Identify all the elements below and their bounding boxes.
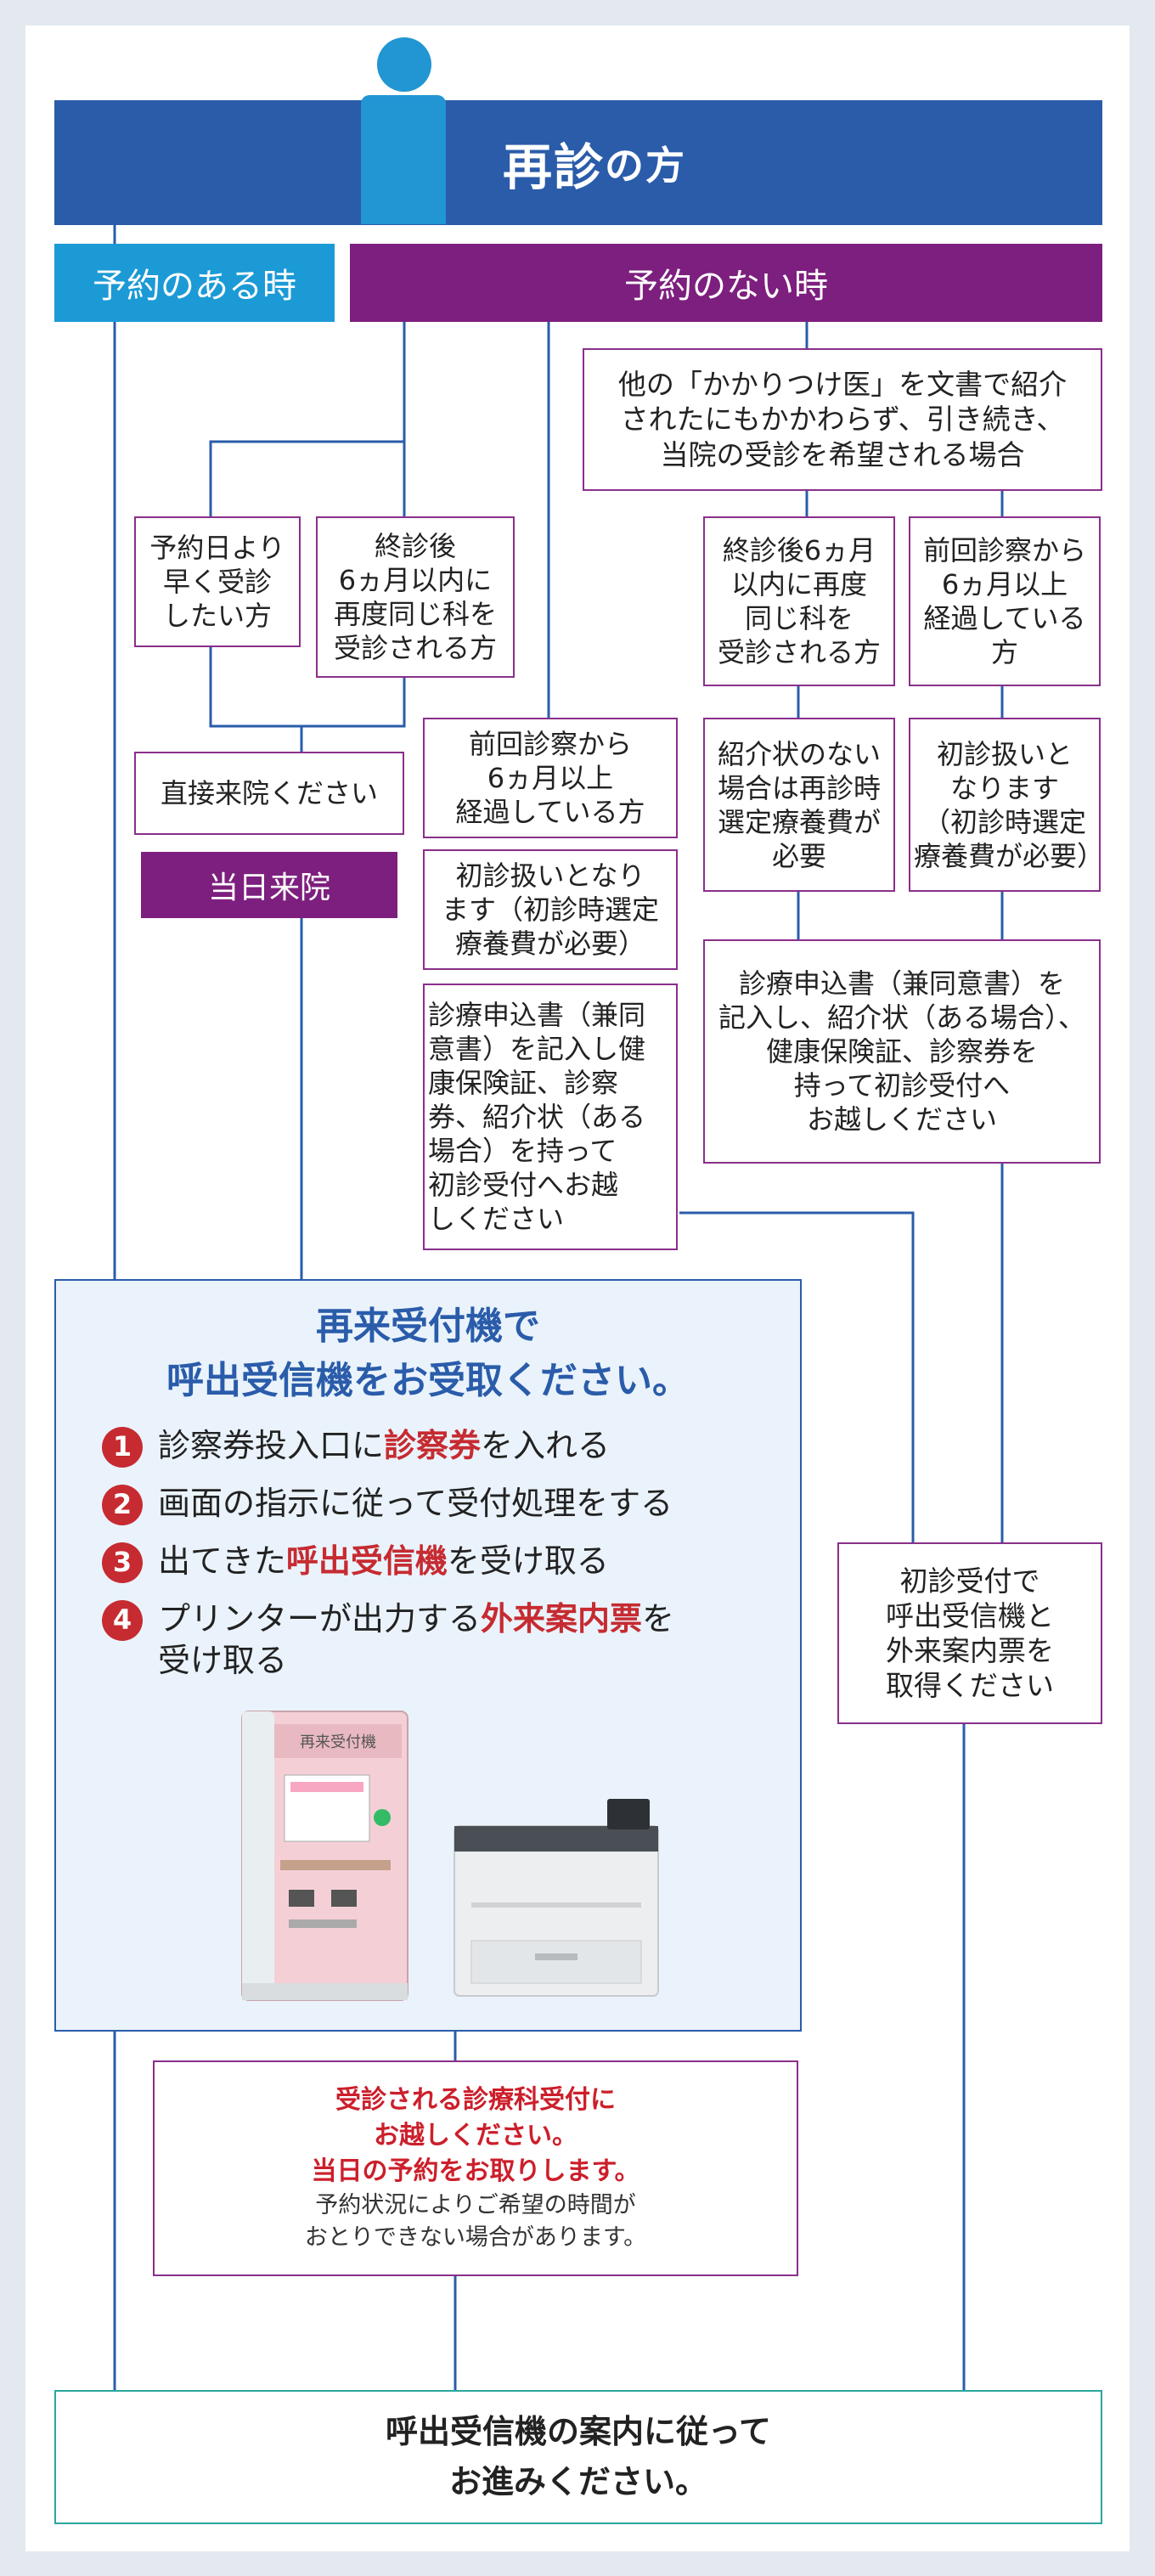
person-icon-body xyxy=(361,95,446,224)
step-text: 出てきた呼出受信機を受け取る xyxy=(158,1542,609,1580)
step-number: 3 xyxy=(102,1542,143,1583)
dept-line-4: 予約状況によりご希望の時間が xyxy=(315,2192,636,2219)
step-text: 診察券投入口に診察券を入れる xyxy=(158,1427,611,1464)
application-instructions-box: 診療申込書（兼同 意書）を記入し健 康保険証、診察 券、紹介状（ある 場合）を持… xyxy=(423,984,678,1250)
department-reception-box: 受診される診療科受付に お越しください。 当日の予約をお取りします。 予約状況に… xyxy=(153,2060,798,2276)
final-instruction-box: 呼出受信機の案内に従って お進みください。 xyxy=(54,2390,1102,2524)
step-4: 4 プリンターが出力する外来案内票を 受け取る xyxy=(102,1598,764,1683)
kiosk-machine-label: 再来受付機 xyxy=(300,1733,376,1751)
person-icon xyxy=(377,37,431,92)
dept-line-2: お越しください。 xyxy=(374,2121,578,2151)
step-1: 1 診察券投入口に診察券を入れる xyxy=(102,1425,764,1468)
come-directly-box: 直接来院ください xyxy=(134,752,404,835)
step-2: 2 画面の指示に従って受付処理をする xyxy=(102,1483,764,1525)
final-line-2: お進みください。 xyxy=(448,2463,707,2500)
title-suffix: の方 xyxy=(605,142,686,189)
step-number: 1 xyxy=(102,1427,143,1468)
dept-line-1: 受診される診療科受付に xyxy=(335,2085,616,2116)
first-visit-desk-box: 初診受付で 呼出受信機と 外来案内票を 取得ください xyxy=(837,1542,1102,1724)
printer-image xyxy=(454,1799,659,1997)
step-number: 4 xyxy=(102,1600,143,1641)
tab-with-reservation: 予約のある時 xyxy=(54,244,335,322)
step-text: プリンターが出力する外来案内票を 受け取る xyxy=(158,1600,675,1680)
page-title: 再診の方 xyxy=(340,100,849,225)
early-visit-box: 予約日より 早く受診 したい方 xyxy=(134,516,301,647)
referral-condition-box: 他の「かかりつけ医」を文書で紹介 されたにもかかわらず、引き続き、 当院の受診を… xyxy=(583,348,1102,491)
no-referral-fee-box: 紹介状のない 場合は再診時 選定療養費が 必要 xyxy=(703,718,895,892)
first-visit-treatment-box: 初診扱いと なります （初診時選定 療養費が必要） xyxy=(909,718,1104,892)
tab-without-reservation: 予約のない時 xyxy=(350,244,1102,322)
first-visit-fee-box: 初診扱いとなり ます（初診時選定 療養費が必要） xyxy=(423,849,678,970)
title-main: 再診 xyxy=(502,138,605,196)
step-number: 2 xyxy=(102,1485,143,1525)
dept-line-5: おとりできない場合があります。 xyxy=(304,2224,647,2251)
kiosk-title: 再来受付機で 呼出受信機をお受取ください。 xyxy=(166,1305,690,1402)
within-6-months-box: 終診後 6ヵ月以内に 再度同じ科を 受診される方 xyxy=(316,516,515,678)
application-right-box: 診療申込書（兼同意書）を 記入し、紹介状（ある場合）、 健康保険証、診察券を 持… xyxy=(703,939,1101,1164)
kiosk-section xyxy=(54,1279,802,2032)
referral-over-6-months-box: 前回診察から 6ヵ月以上 経過している方 xyxy=(909,516,1101,686)
step-3: 3 出てきた呼出受信機を受け取る xyxy=(102,1541,764,1583)
final-line-1: 呼出受信機の案内に従って xyxy=(385,2413,772,2451)
header-bar xyxy=(54,100,1102,225)
step-text: 画面の指示に従って受付処理をする xyxy=(158,1485,673,1522)
dept-line-3: 当日の予約をお取りします。 xyxy=(311,2156,640,2187)
over-6-months-box: 前回診察から 6ヵ月以上 経過している方 xyxy=(423,718,678,838)
same-day-visit-label: 当日来院 xyxy=(141,852,397,918)
referral-within-6-months-box: 終診後6ヵ月 以内に再度 同じ科を 受診される方 xyxy=(703,516,895,686)
reception-kiosk-image: 再来受付機 xyxy=(241,1711,408,2001)
